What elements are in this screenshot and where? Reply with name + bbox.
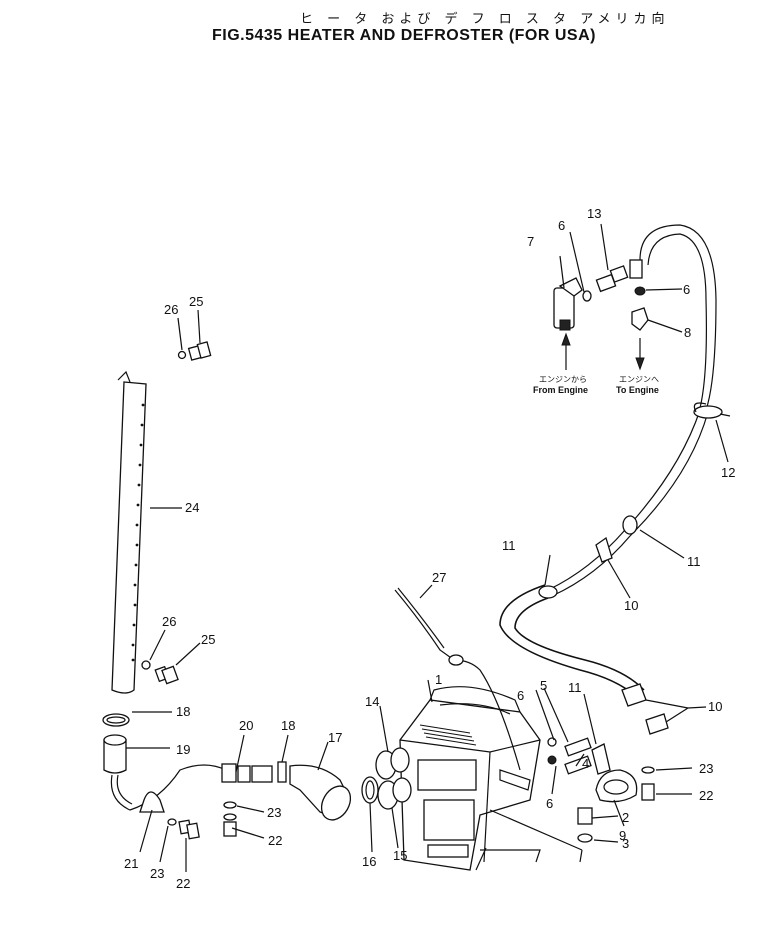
- callout-11: 11: [568, 680, 582, 695]
- callout-6: 6: [683, 282, 690, 297]
- hose-left: [103, 739, 127, 774]
- clip-21: [139, 791, 165, 813]
- callout-10: 10: [708, 699, 722, 714]
- callout-23: 23: [267, 805, 281, 820]
- callout-7: 7: [527, 234, 534, 249]
- title-japanese: ヒ ー タ および デ フ ロ ス タ アメリカ向: [300, 12, 670, 27]
- callout-11: 11: [502, 538, 516, 553]
- callout-12: 12: [721, 465, 735, 480]
- callout-15: 15: [393, 848, 407, 863]
- clamp-18: [277, 761, 287, 783]
- heater-unit: [390, 686, 541, 871]
- bracket-20: [221, 763, 251, 783]
- from-engine-jp: エンジンから: [539, 375, 587, 384]
- hose-clamp-left: [102, 713, 130, 727]
- callout-9: 9: [619, 828, 626, 843]
- callout-22: 22: [176, 876, 190, 891]
- callout-23: 23: [150, 866, 164, 881]
- callout-21: 21: [124, 856, 138, 871]
- callout-25: 25: [189, 294, 203, 309]
- fitting-8: [631, 307, 649, 331]
- valve-7: [553, 277, 583, 331]
- callout-10: 10: [624, 598, 638, 613]
- callout-22: 22: [699, 788, 713, 803]
- figure-title: FIG.5435 HEATER AND DEFROSTER (FOR USA): [212, 27, 596, 44]
- fitting-13: [595, 259, 643, 293]
- callout-20: 20: [239, 718, 253, 733]
- callout-8: 8: [684, 325, 691, 340]
- hose-clamp-11: [538, 585, 558, 599]
- valve-9: [591, 743, 638, 803]
- callout-6: 6: [517, 688, 524, 703]
- callout-16: 16: [362, 854, 376, 869]
- to-engine-jp: エンジンへ: [619, 375, 659, 384]
- callout-22: 22: [268, 833, 282, 848]
- bolt-top: [177, 309, 212, 361]
- callout-26: 26: [164, 302, 178, 317]
- callout-25: 25: [201, 632, 215, 647]
- callout-19: 19: [176, 742, 190, 757]
- bolt-bottom: [141, 629, 201, 685]
- to-engine-label: To Engine: [616, 385, 659, 395]
- callout-14: 14: [365, 694, 379, 709]
- callout-26: 26: [162, 614, 176, 629]
- callout-27: 27: [432, 570, 446, 585]
- callout-3: 3: [622, 836, 629, 851]
- callout-23: 23: [699, 761, 713, 776]
- callout-24: 24: [185, 500, 199, 515]
- callout-2: 2: [622, 810, 629, 825]
- callout-18: 18: [176, 704, 190, 719]
- from-engine-label: From Engine: [533, 385, 588, 395]
- callout-13: 13: [587, 206, 601, 221]
- callout-6: 6: [558, 218, 565, 233]
- callout-5: 5: [540, 678, 547, 693]
- callout-4: 4: [582, 756, 589, 771]
- callout-18: 18: [281, 718, 295, 733]
- callout-1: 1: [435, 672, 442, 687]
- connector: [251, 765, 273, 783]
- callout-17: 17: [328, 730, 342, 745]
- defroster-duct: [111, 370, 147, 694]
- callout-11: 11: [687, 554, 701, 569]
- callout-6: 6: [546, 796, 553, 811]
